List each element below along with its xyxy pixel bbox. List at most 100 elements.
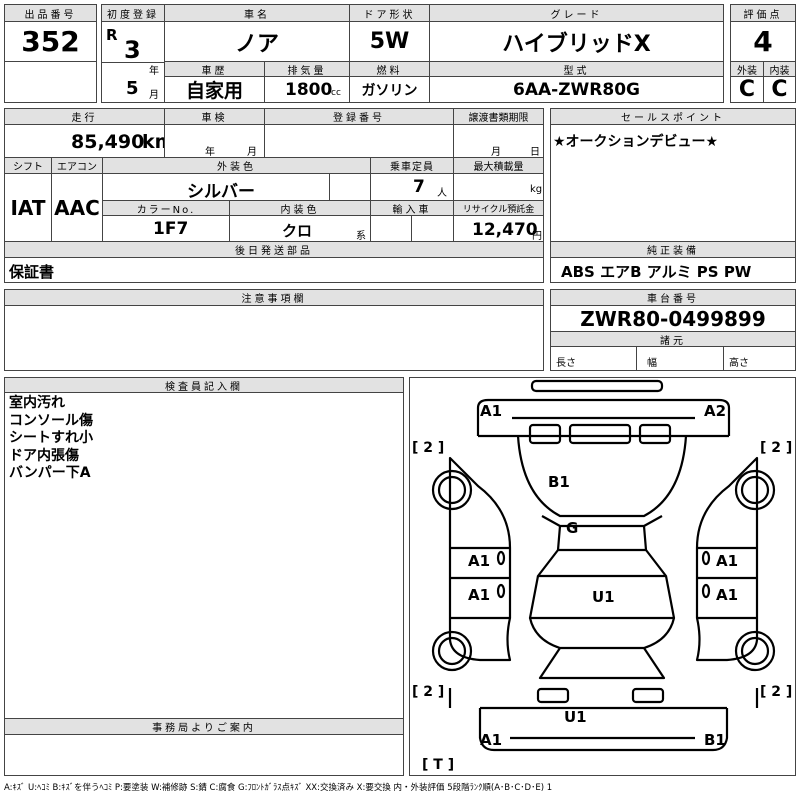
fuel-header: 燃料 [349,61,430,77]
inspection-box: 年 月 [164,124,265,158]
lot-no-header: 出品番号 [4,4,97,22]
mileage-header: 走行 [4,108,165,125]
door-value: 5W [349,21,430,62]
later-parts-value: 保証書 [9,263,55,281]
mark-side-left-front: A1 [468,552,491,570]
dims-width-label: 幅 [647,358,657,369]
fuel-value: ガソリン [349,76,430,103]
displacement-box: 1800 cc [264,76,350,103]
mileage-value: 85,490 [71,131,145,153]
displacement-unit: cc [331,88,341,98]
mark-hood: B1 [548,473,570,491]
ext-color-blank [329,173,371,201]
transfer-header: 譲渡書類期限 [453,108,544,125]
ext-color-box: シルバー [102,173,330,201]
mark-rear-left: A1 [480,731,503,749]
score-value: 4 [730,21,796,62]
inspector-box: 室内汚れ コンソール傷 シートすれ小 ドア内張傷 バンパー下A [4,392,404,719]
equipment-box: ABS エアB アルミ PS PW [550,257,796,283]
office-box [4,734,404,776]
inspector-line: バンパー下A [9,465,91,481]
transfer-box: 月 日 [453,124,544,158]
transfer-month-unit: 月 [491,147,501,158]
ext-grade-value: C [730,76,764,103]
capacity-unit: 人 [437,188,447,199]
import-box-a [370,215,412,242]
int-color-header: 内装色 [229,200,371,216]
model-value: 6AA-ZWR80G [429,76,724,103]
recycle-value: 12,470 [472,220,538,240]
mileage-box: 85,490 km [4,124,165,158]
shift-header: シフト [4,157,52,174]
damage-diagram: A1 A2 B1 G A1 A1 A1 A1 U1 U1 A1 B1 [ 2 ]… [409,377,796,776]
tire-spare: [ T ] [422,757,455,773]
shift-value: IAT [4,173,52,242]
mark-rear-right: B1 [704,731,726,749]
import-header: 輸入車 [370,200,454,216]
first-reg-month-unit: 月 [149,90,159,101]
int-grade-header: 内装 [763,61,796,77]
history-header: 車歴 [164,61,265,77]
ac-value: AAC [51,173,103,242]
mark-roof: U1 [592,588,615,606]
capacity-header: 乗車定員 [370,157,454,174]
tire-front-right: [ 2 ] [760,440,793,456]
inspector-line: コンソール傷 [9,412,93,429]
ext-color-header: 外装色 [102,157,371,174]
int-color-value: クロ [282,222,313,240]
door-header: ドア形状 [349,4,430,22]
model-header: 型式 [429,61,724,77]
legend: A:ｷｽﾞ U:ﾍｺﾐ B:ｷｽﾞを伴うﾍｺﾐ P:要塗装 W:補修跡 S:錆 … [4,783,553,793]
history-value: 自家用 [164,76,265,103]
sales-point-header: セールスポイント [550,108,796,125]
tire-rear-left: [ 2 ] [412,684,445,700]
equipment-value: ABS エアB アルミ PS PW [561,263,752,281]
later-parts-box: 保証書 [4,257,544,283]
mark-side-right-front: A1 [716,552,739,570]
mark-windshield: G [566,519,579,537]
tire-front-left: [ 2 ] [412,440,445,456]
int-color-box: クロ 系 [229,215,371,242]
sales-point-value: ★オークションデビュー★ [553,134,719,150]
reg-no-header: 登録番号 [264,108,454,125]
chassis-header: 車台番号 [550,289,796,306]
first-reg-box: R 3 年 5 月 [101,21,165,103]
mark-side-left-rear: A1 [468,586,491,604]
first-reg-year: 3 [124,36,141,64]
max-load-box: kg [453,173,544,201]
mark-front-right: A2 [704,402,727,420]
recycle-unit: 円 [532,231,542,242]
score-header: 評価点 [730,4,796,22]
mark-side-right-rear: A1 [716,586,739,604]
int-grade-value: C [763,76,796,103]
first-reg-month: 5 [126,78,139,99]
color-no-header: カラーNo. [102,200,230,216]
grade-header: グレード [429,4,724,22]
capacity-value: 7 [413,177,425,197]
import-box-b [411,215,454,242]
mileage-unit: km [142,131,164,153]
notes-header: 注意事項欄 [4,289,544,306]
max-load-header: 最大積載量 [453,157,544,174]
color-no-box: 1F7 [102,215,230,242]
later-parts-header: 後日発送部品 [4,241,544,258]
displacement-header: 排気量 [264,61,350,77]
inspector-header: 検査員記入欄 [4,377,404,393]
max-load-unit: kg [530,184,543,195]
dims-height: 高さ [723,346,796,371]
dims-length: 長さ [550,346,637,371]
lot-no-value: 352 [4,21,97,62]
first-reg-header: 初度登録 [101,4,165,22]
car-outline [431,379,776,752]
inspector-line: ドア内張傷 [9,447,79,464]
equipment-header: 純正装備 [550,241,796,258]
first-reg-era: R [106,26,118,44]
grade-value: ハイブリッドX [429,21,724,62]
recycle-box: 12,470 円 [453,215,544,242]
first-reg-year-unit: 年 [149,66,159,77]
color-no-value: 1F7 [153,219,189,239]
dims-width: 幅 [636,346,724,371]
inspection-year-unit: 年 [205,147,215,158]
int-color-unit: 系 [356,231,366,242]
ext-color-value: シルバー [187,182,255,201]
